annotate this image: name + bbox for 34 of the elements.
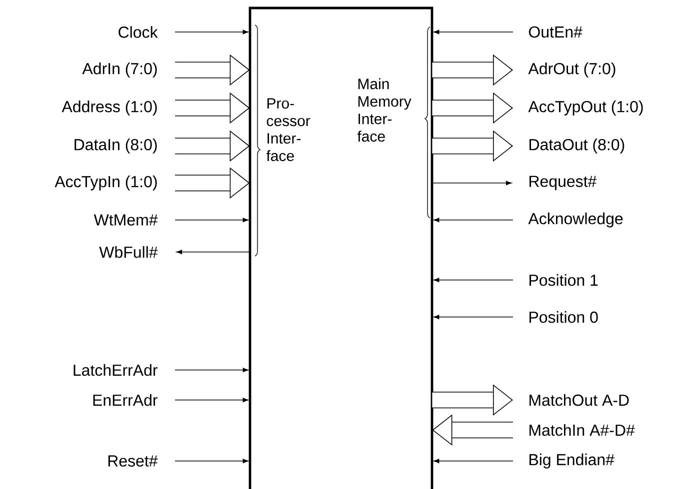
signal-label: EnErrAdr <box>93 394 158 406</box>
arrow <box>174 458 248 464</box>
signal-label: DataOut (8:0) <box>530 138 624 154</box>
signal-label: WbFull# <box>99 246 158 258</box>
signal-label: Clock <box>118 26 158 38</box>
arrow <box>434 278 514 282</box>
arrow <box>434 30 514 34</box>
signal-label: AccTypOut (1:0) <box>528 100 643 116</box>
signal-label: MatchOut A-D <box>530 394 629 406</box>
signal-label: AccTypIn (1:0) <box>54 176 157 190</box>
arrow <box>174 368 248 372</box>
arrow <box>174 398 248 402</box>
arrow <box>174 30 248 34</box>
signal-label: Position 1 <box>530 274 598 286</box>
chip-block: Pro- cessor Inter- face Main Memory Inter- face <box>248 6 434 489</box>
signal-label: AdrOut (7:0) <box>528 62 616 78</box>
arrow <box>432 180 512 186</box>
signal-label: Big Endian# <box>530 454 614 468</box>
signal-label: DataIn (8:0) <box>74 138 157 154</box>
signal-label: WtMem# <box>94 214 158 226</box>
arrow <box>176 250 250 254</box>
signal-label: Request# <box>530 176 597 190</box>
arrow <box>434 314 514 320</box>
arrow <box>434 218 514 222</box>
arrow <box>174 218 248 222</box>
signal-label: AdrIn (7:0) <box>82 62 157 78</box>
arrow <box>434 458 514 464</box>
signal-label: Acknowledge <box>528 212 623 228</box>
signal-label: LatchErrAdr <box>74 364 158 376</box>
signal-label: OutEn# <box>528 26 582 38</box>
signal-label: MatchIn A#-D# <box>530 424 635 436</box>
signal-label: Address (1:0) <box>62 100 157 116</box>
signal-label: Reset# <box>108 455 158 467</box>
signal-label: Position 0 <box>530 311 598 323</box>
